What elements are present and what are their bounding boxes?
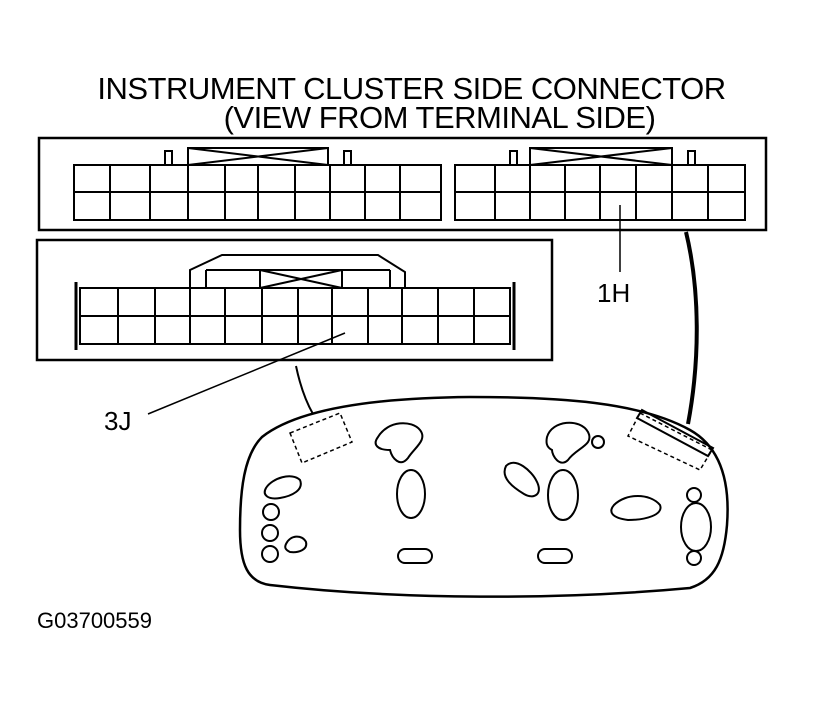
instrument-cluster-outline bbox=[238, 395, 729, 598]
connector-top-left bbox=[73, 147, 442, 221]
top-connector-panel bbox=[37, 136, 768, 232]
diagram-title-line1: INSTRUMENT CLUSTER SIDE CONNECTOR bbox=[97, 71, 726, 106]
label-3j: 3J bbox=[104, 406, 132, 436]
cluster-socket-3j bbox=[289, 412, 353, 464]
harness-to-1h bbox=[684, 231, 699, 425]
figure-id: G03700559 bbox=[37, 608, 152, 633]
connector-3j bbox=[74, 254, 516, 350]
harness-to-3j bbox=[295, 365, 314, 415]
label-1h: 1H bbox=[597, 278, 631, 308]
cluster-cutouts bbox=[261, 421, 712, 566]
bottom-connector-panel bbox=[35, 238, 554, 362]
cluster-socket-1h bbox=[626, 411, 714, 471]
connector-1h bbox=[454, 147, 746, 221]
leader-3j bbox=[147, 332, 346, 415]
cluster-plug-1h bbox=[635, 408, 715, 458]
diagram-title-line2: (VIEW FROM TERMINAL SIDE) bbox=[223, 100, 656, 135]
